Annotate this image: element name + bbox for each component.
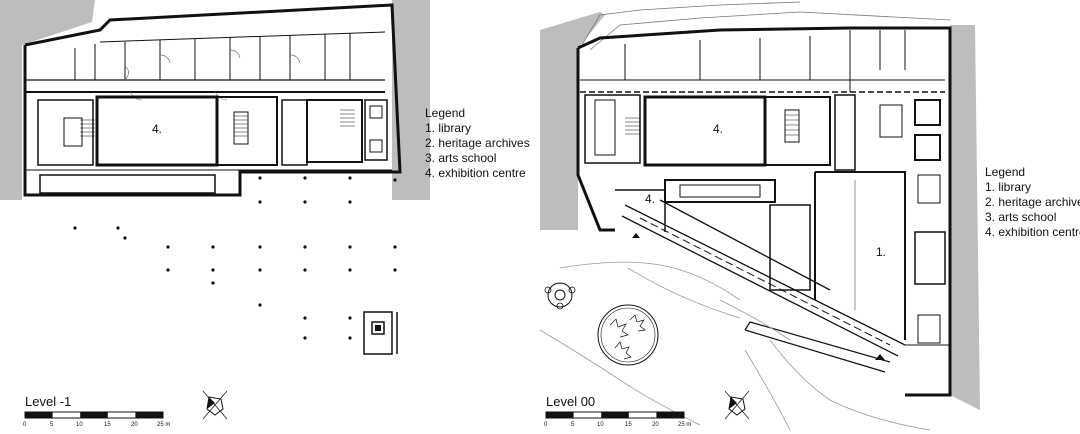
scale-tick: 0 xyxy=(544,422,548,428)
level-minus1-plan xyxy=(0,0,430,355)
legend-item-arts-school: 3. arts school xyxy=(985,210,1057,224)
scale-tick: 15 xyxy=(625,422,632,428)
scale-tick: 25 m xyxy=(157,422,171,428)
terrain-left-00 xyxy=(540,12,605,230)
scale-bar-00 xyxy=(545,411,685,419)
level-00-plan xyxy=(539,1,980,431)
legend-item-heritage-archives: 2. heritage archives xyxy=(425,136,530,150)
north-arrow-icon xyxy=(724,390,750,420)
scale-tick: 0 xyxy=(23,422,27,428)
legend-title: Legend xyxy=(985,165,1026,179)
legend-item-library: 1. library xyxy=(985,180,1032,194)
fountain xyxy=(544,282,576,310)
legend-item-heritage-archives: 2. heritage archives xyxy=(985,195,1080,209)
scale-tick: 10 xyxy=(76,422,83,428)
legend-item-exhibition-centre: 4. exhibition centre xyxy=(985,225,1080,239)
legend-item-exhibition-centre: 4. exhibition centre xyxy=(425,166,526,180)
legend-minus1: Legend 1. library 2. heritage archives 3… xyxy=(425,106,530,181)
scale-tick: 25 m xyxy=(678,422,692,428)
scale-tick: 20 xyxy=(652,422,659,428)
outer-wall xyxy=(23,3,402,197)
column-dots xyxy=(73,176,397,340)
north-arrow-icon xyxy=(202,390,228,420)
scale-tick: 5 xyxy=(571,422,575,428)
level-00-label: Level 00 xyxy=(546,394,596,409)
scale-tick: 20 xyxy=(131,422,138,428)
scale-bar-minus1 xyxy=(24,411,164,419)
level-minus1-label: Level -1 xyxy=(25,394,72,409)
terrain-right xyxy=(392,0,430,200)
scale-tick: 15 xyxy=(104,422,111,428)
legend-title: Legend xyxy=(425,106,466,120)
legend-item-arts-school: 3. arts school xyxy=(425,151,497,165)
terrain-right-00 xyxy=(950,25,980,410)
scale-tick: 10 xyxy=(597,422,604,428)
legend-00: Legend 1. library 2. heritage archives 3… xyxy=(985,165,1080,240)
circular-planter xyxy=(597,304,659,366)
room-label-minus1-exhibition: 4. xyxy=(152,122,163,136)
legend-item-library: 1. library xyxy=(425,121,472,135)
room-label-00-library: 1. xyxy=(876,245,887,259)
room-label-00-exhibition: 4. xyxy=(713,122,724,136)
terrain-left xyxy=(0,0,95,200)
room-label-00-exhibition-lower: 4. xyxy=(645,192,656,206)
scale-tick: 5 xyxy=(50,422,54,428)
